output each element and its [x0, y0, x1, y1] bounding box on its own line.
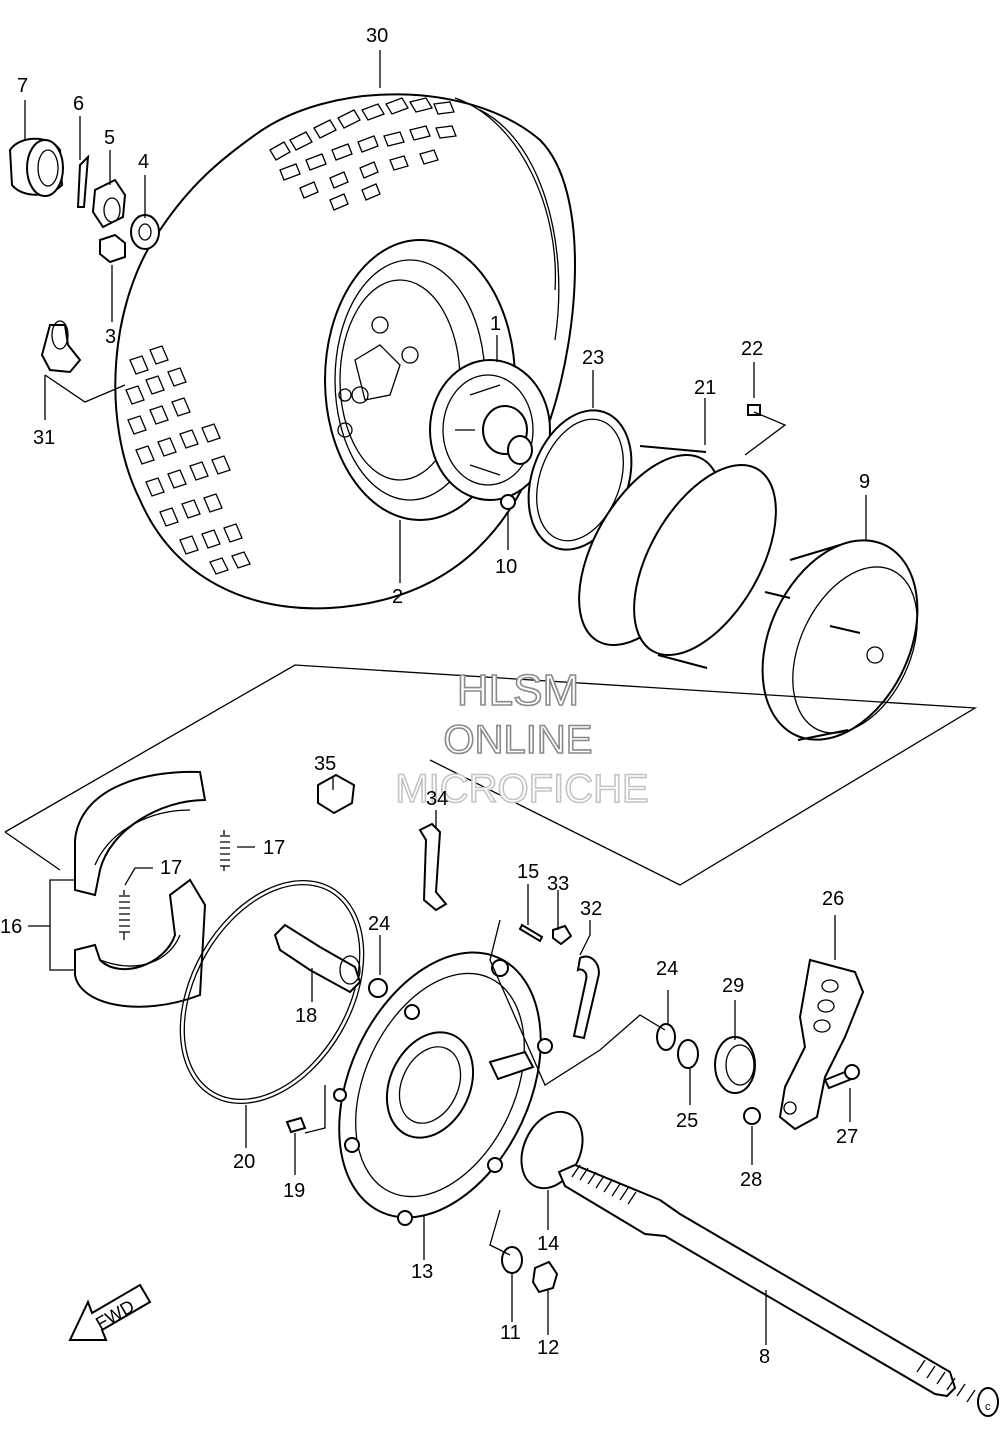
callout-14: 14 [537, 1233, 559, 1255]
watermark-line-3: MICROFICHE [395, 767, 648, 811]
watermark: HLSM ONLINE MICROFICHE [395, 665, 650, 812]
fwd-indicator: FWD [68, 1283, 152, 1341]
callout-8: 8 [759, 1346, 770, 1368]
tire-assembly [114, 93, 576, 610]
callout-1: 1 [490, 313, 501, 335]
callout-24-right: 24 [656, 958, 678, 980]
callout-4: 4 [138, 151, 149, 173]
callout-12: 12 [537, 1337, 559, 1359]
callout-19: 19 [283, 1180, 305, 1202]
callout-16: 16 [0, 916, 22, 938]
callout-21: 21 [694, 377, 716, 399]
callout-34: 34 [426, 788, 448, 810]
callout-22: 22 [741, 338, 763, 360]
callout-24-left: 24 [368, 913, 390, 935]
brake-panel-assembly [74, 770, 999, 1417]
callout-25: 25 [676, 1110, 698, 1132]
callout-3: 3 [105, 326, 116, 348]
callout-17-right: 17 [263, 837, 285, 859]
callout-7: 7 [17, 75, 28, 97]
callout-20: 20 [233, 1151, 255, 1173]
watermark-line-1: HLSM [457, 666, 579, 715]
callout-33: 33 [547, 873, 569, 895]
callout-11: 11 [500, 1322, 521, 1344]
callout-2: 2 [392, 586, 403, 608]
callout-13: 13 [411, 1261, 433, 1283]
callout-26: 26 [822, 888, 844, 910]
arrow-left-down-icon [68, 1283, 152, 1341]
callout-23: 23 [582, 347, 604, 369]
callout-15: 15 [517, 861, 539, 883]
leader-lines [4, 50, 978, 1345]
callout-5: 5 [104, 127, 115, 149]
callout-6: 6 [73, 93, 84, 115]
callout-28: 28 [740, 1169, 762, 1191]
watermark-line-2: ONLINE [444, 718, 593, 762]
callout-32: 32 [580, 898, 602, 920]
callout-35: 35 [314, 753, 336, 775]
callout-31: 31 [33, 427, 55, 449]
small-parts-upper-left [8, 137, 160, 374]
callout-17-left: 17 [160, 857, 182, 879]
callout-29: 29 [722, 975, 744, 997]
callout-30: 30 [366, 25, 388, 47]
callout-18: 18 [295, 1005, 317, 1027]
callout-10: 10 [495, 556, 517, 578]
callout-9: 9 [859, 471, 870, 493]
callout-27: 27 [836, 1126, 858, 1148]
callouts: 30 7 6 5 4 3 31 1 2 10 23 21 22 9 35 34 … [0, 25, 870, 1368]
brake-drum-group [527, 404, 919, 741]
corner-mark: c [985, 1401, 991, 1413]
